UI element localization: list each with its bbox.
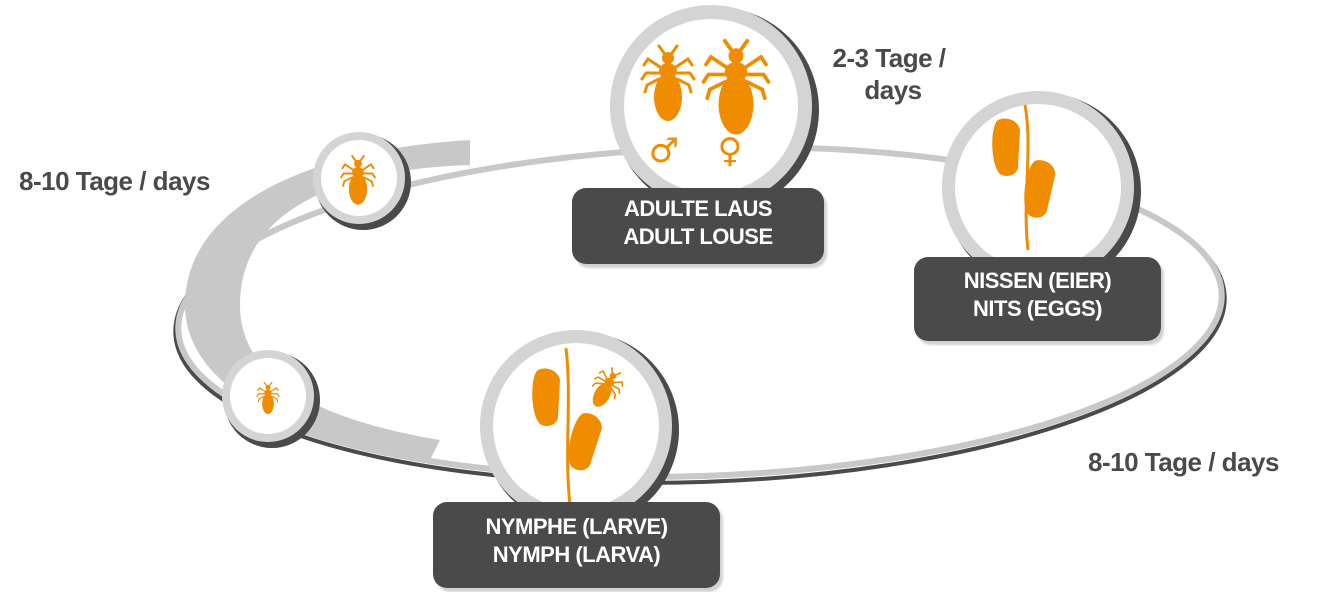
- nit-egg-icon: [992, 118, 1020, 176]
- nymph-label: NYMPHE (LARVE) NYMPH (LARVA): [433, 502, 720, 588]
- nymph-stage-circle-2: [313, 132, 411, 230]
- adult-louse-label: ADULTE LAUS ADULT LOUSE: [572, 188, 824, 264]
- nits-circle: [942, 91, 1141, 289]
- nymph-label-en: NYMPH (LARVA): [492, 542, 661, 567]
- duration-nits-to-nymph: 8-10 Tage / days: [1088, 447, 1279, 477]
- adult-label-de: ADULTE LAUS: [623, 196, 773, 221]
- male-symbol: ♂: [649, 131, 679, 171]
- nits-label-de: NISSEN (EIER): [963, 268, 1112, 293]
- female-symbol: ♀: [718, 131, 743, 171]
- nit-shell-icon: [532, 368, 560, 426]
- nits-label-en: NITS (EGGS): [973, 296, 1102, 321]
- nymph-circle: [480, 330, 679, 528]
- nits-label: NISSEN (EIER) NITS (EGGS): [914, 257, 1161, 341]
- duration-adult-to-nits-line1: 2-3 Tage /: [832, 43, 946, 73]
- duration-adult-to-nits-line2: days: [864, 75, 922, 105]
- duration-adult-to-nits: 2-3 Tage / days: [814, 42, 964, 106]
- adult-louse-circle: [610, 5, 819, 213]
- nymph-label-de: NYMPHE (LARVE): [485, 514, 668, 539]
- duration-nymph-to-adult: 8-10 Tage / days: [19, 166, 210, 196]
- adult-label-en: ADULT LOUSE: [623, 224, 773, 249]
- nymph-stage-circle-1: [222, 350, 320, 448]
